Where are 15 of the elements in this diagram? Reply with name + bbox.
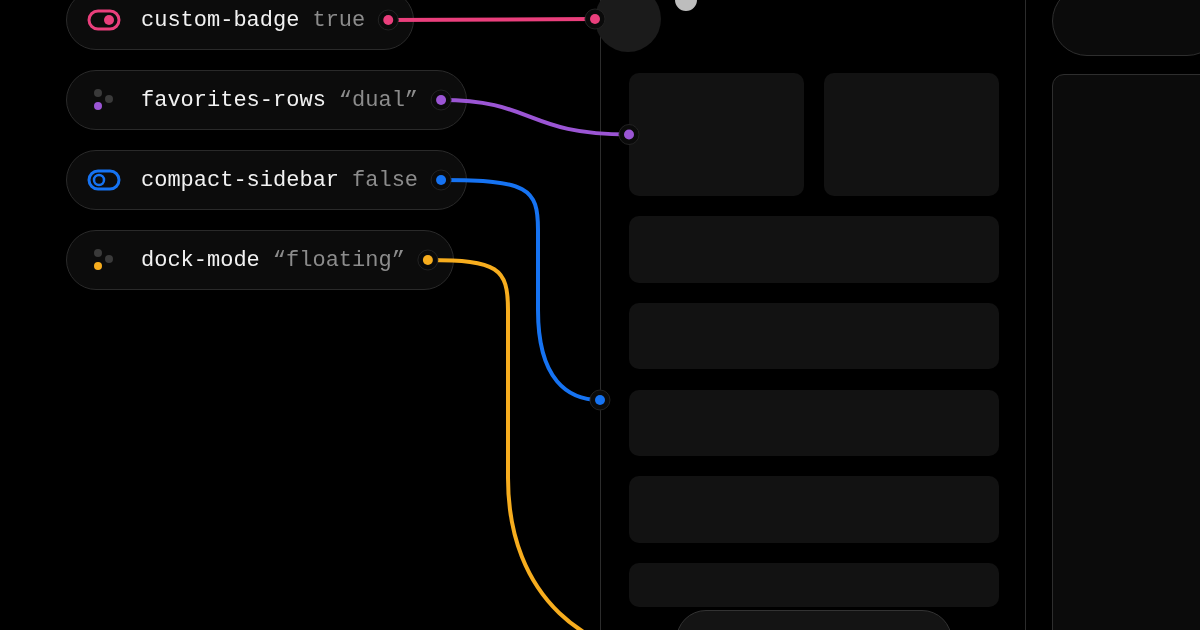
setting-key: dock-mode: [141, 247, 260, 273]
tile: [629, 73, 804, 196]
setting-value: false: [352, 167, 419, 193]
setting-key: compact-sidebar: [141, 167, 340, 193]
connector: [430, 169, 611, 411]
connector: [377, 8, 606, 31]
setting-value: true: [312, 7, 366, 33]
setting-value: “floating”: [272, 247, 405, 273]
app-panel: [600, 0, 1026, 630]
setting-value: “dual”: [338, 87, 419, 113]
content-panel: [1052, 74, 1200, 630]
connector: [430, 89, 640, 145]
setting-key: custom-badge: [141, 7, 300, 33]
setting-pill: [66, 0, 415, 50]
setting-key: favorites-rows: [141, 87, 326, 113]
